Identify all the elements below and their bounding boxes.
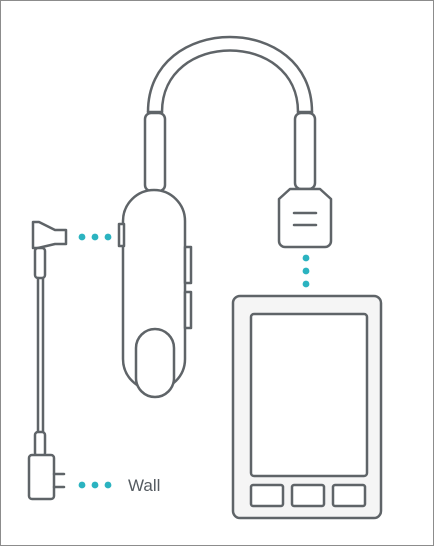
dots-plug-to-wall [78, 481, 112, 489]
tablet-button-left [249, 483, 285, 508]
charger-strain-relief [143, 111, 167, 193]
wall-power-adapter-icon [27, 220, 68, 501]
tablet-device-icon [231, 294, 383, 520]
car-charger-hub-icon [117, 188, 193, 399]
cable-icon [146, 35, 314, 114]
wall-label: Wall [128, 476, 160, 495]
dots-connector-to-tablet [302, 254, 310, 288]
usb-connector-icon [277, 187, 333, 249]
connector-strain-relief [293, 111, 317, 191]
tablet-button-right [331, 483, 367, 508]
tablet-screen [249, 312, 369, 478]
dots-adapter-to-charger [78, 233, 112, 241]
tablet-button-middle [290, 483, 326, 508]
